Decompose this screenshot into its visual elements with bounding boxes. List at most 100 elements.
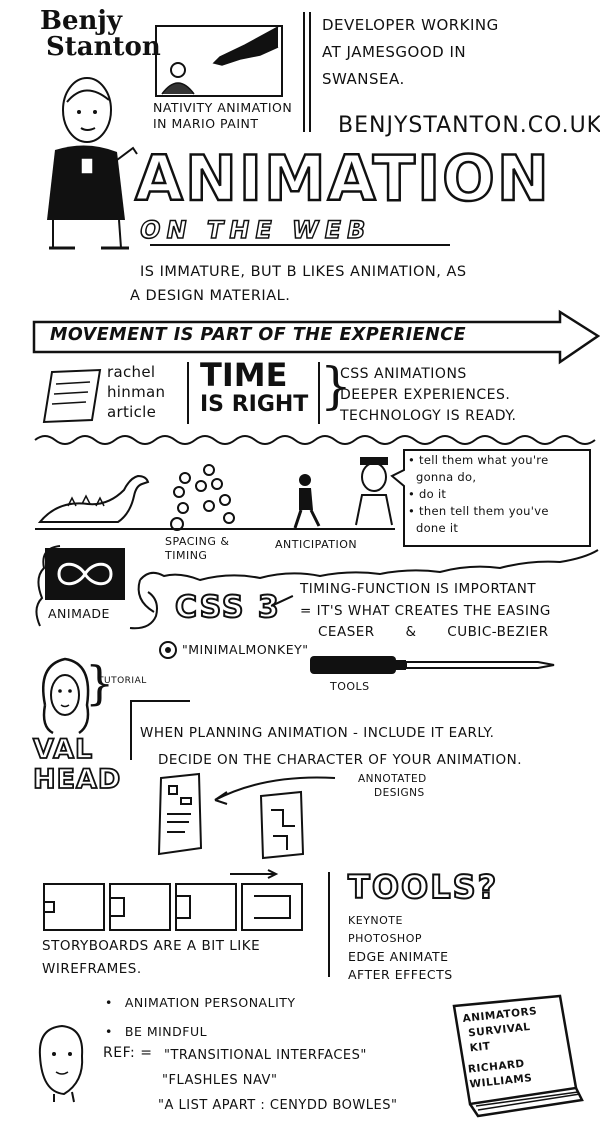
time-divider-left bbox=[187, 362, 189, 424]
closing-bullet-2: •BE MINDFUL bbox=[105, 1024, 208, 1039]
annotated-label: ANNOTATED DESIGNS bbox=[358, 772, 427, 800]
time-point-3: TECHNOLOGY IS READY. bbox=[340, 408, 517, 424]
planning-text: WHEN PLANNING ANIMATION - INCLUDE IT EAR… bbox=[140, 720, 522, 774]
val-head-name-line1: VAL bbox=[32, 734, 94, 766]
tools-item-3: EDGE ANIMATE bbox=[348, 949, 449, 964]
ref-item-1: "TRANSITIONAL INTERFACES" bbox=[164, 1048, 367, 1063]
css3-label: CSS 3 bbox=[174, 589, 281, 626]
annotated-label-line2: DESIGNS bbox=[374, 787, 425, 799]
title-intro: IS IMMATURE, BUT B LIKES ANIMATION, AS A… bbox=[130, 260, 467, 308]
spacing-label-line2: TIMING bbox=[165, 549, 208, 562]
speaker-name-line2: Stanton bbox=[46, 32, 161, 62]
time-points: CSS ANIMATIONS DEEPER EXPERIENCES. TECHN… bbox=[340, 364, 516, 427]
storyboards-caption: STORYBOARDS ARE A BIT LIKE WIREFRAMES. bbox=[42, 935, 260, 981]
spacing-label-line1: SPACING & bbox=[165, 535, 230, 548]
closing-bullet-1: •ANIMATION PERSONALITY bbox=[105, 995, 296, 1010]
article-label-line1: rachel bbox=[107, 363, 156, 381]
scalloped-divider bbox=[34, 435, 596, 445]
cubic-bezier-label: CUBIC-BEZIER bbox=[447, 624, 549, 640]
speaker-website: BENJYSTANTON.CO.UK bbox=[338, 113, 600, 138]
article-label-line3: article bbox=[107, 403, 157, 421]
article-label: rachel hinman article bbox=[107, 362, 165, 422]
speaker-bio-line3: SWANSEA. bbox=[322, 70, 405, 88]
annotated-designs-sketch bbox=[157, 772, 336, 860]
ref-item-2: "FLASHLES NAV" bbox=[162, 1073, 278, 1088]
title-intro-line1: IS IMMATURE, BUT B LIKES ANIMATION, AS bbox=[140, 264, 467, 280]
val-head-name: VAL HEAD bbox=[32, 734, 122, 796]
tools-list: KEYNOTE PHOTOSHOP EDGE ANIMATE AFTER EFF… bbox=[348, 912, 453, 984]
header-divider-2 bbox=[309, 12, 311, 132]
anticipation-label: ANTICIPATION bbox=[275, 538, 358, 551]
planning-line-1: WHEN PLANNING ANIMATION - INCLUDE IT EAR… bbox=[140, 725, 495, 741]
time-headline-line2: IS RIGHT bbox=[200, 392, 309, 417]
storyboards-caption-line1: STORYBOARDS ARE A BIT LIKE bbox=[42, 938, 261, 954]
nativity-drawing-frame bbox=[155, 25, 283, 97]
storyboard-frames-sketch bbox=[43, 869, 303, 931]
banner-text: MOVEMENT IS PART OF THE EXPERIENCE bbox=[50, 325, 467, 345]
tools-item-4: AFTER EFFECTS bbox=[348, 967, 453, 982]
presenter-doodle-icon bbox=[355, 457, 393, 526]
monkey-logo-icon bbox=[159, 641, 177, 659]
speaker-bio: DEVELOPER WORKING AT JAMESGOOD IN SWANSE… bbox=[322, 12, 499, 93]
val-brace: } bbox=[85, 656, 115, 710]
advice-line-2: gonna do, bbox=[416, 470, 477, 484]
ref-label: REF: = bbox=[103, 1045, 153, 1061]
ceaser-label: CEASER bbox=[318, 624, 375, 640]
cloud-divider bbox=[137, 549, 599, 613]
time-brace: } bbox=[320, 357, 352, 415]
timing-points: TIMING-FUNCTION IS IMPORTANT = IT'S WHAT… bbox=[300, 578, 551, 622]
tools-item-1: KEYNOTE bbox=[348, 914, 403, 927]
screwdriver-icon bbox=[310, 656, 555, 674]
planning-top-line bbox=[130, 700, 190, 702]
ground-line bbox=[35, 528, 395, 530]
speaker-portrait-sketch bbox=[47, 77, 138, 250]
animade-cloud-outline bbox=[35, 545, 158, 630]
speaker-bio-line1: DEVELOPER WORKING bbox=[322, 16, 499, 34]
title-main: ANIMATION bbox=[134, 142, 551, 215]
time-point-2: DEEPER EXPERIENCES. bbox=[340, 387, 511, 403]
advice-line-5: done it bbox=[416, 521, 459, 535]
title-intro-line2: A DESIGN MATERIAL. bbox=[130, 288, 291, 304]
time-point-1: CSS ANIMATIONS bbox=[340, 366, 467, 382]
planning-left-line bbox=[130, 700, 132, 760]
bouncing-balls-icon bbox=[170, 464, 235, 531]
advice-line-3: • do it bbox=[408, 487, 447, 501]
bowles-portrait bbox=[38, 1024, 84, 1103]
title-sub: ON THE WEB bbox=[137, 215, 375, 245]
tools-row: CEASER & CUBIC-BEZIER bbox=[318, 624, 549, 640]
speaker-name-line1: Benjy bbox=[40, 6, 122, 36]
minimalmonkey-label: "MINIMALMONKEY" bbox=[182, 642, 309, 657]
banner-arrow bbox=[32, 309, 600, 365]
pointing-hand-icon bbox=[212, 26, 279, 66]
speaker-bio-line2: AT JAMESGOOD IN bbox=[322, 43, 467, 61]
header-divider bbox=[303, 12, 305, 132]
ampersand-label: & bbox=[405, 624, 417, 640]
nativity-caption-line1: NATIVITY ANIMATION bbox=[153, 100, 293, 115]
article-label-line2: hinman bbox=[107, 383, 166, 401]
book-title: ANIMATORS SURVIVAL KIT RICHARD WILLIAMS bbox=[462, 1004, 545, 1092]
advice-line-4: • then tell them you've bbox=[408, 504, 549, 518]
nativity-caption-line2: IN MARIO PAINT bbox=[153, 116, 259, 131]
tools-label: TOOLS bbox=[330, 680, 370, 693]
time-headline-line1: TIME bbox=[200, 356, 288, 394]
tools-item-2: PHOTOSHOP bbox=[348, 932, 422, 945]
time-divider-right bbox=[318, 362, 320, 424]
dinosaur-doodle-icon bbox=[37, 474, 150, 523]
ref-item-3: "A LIST APART : CENYDD BOWLES" bbox=[158, 1098, 398, 1113]
figure-doodle-icon bbox=[161, 62, 195, 95]
title-underline bbox=[150, 244, 450, 246]
val-head-name-line2: HEAD bbox=[32, 764, 122, 796]
infinity-icon bbox=[57, 562, 113, 586]
advice-line-1: • tell them what you're bbox=[408, 453, 549, 467]
closing-bullets: •ANIMATION PERSONALITY •BE MINDFUL bbox=[105, 988, 296, 1046]
anticipation-figure-icon bbox=[293, 474, 321, 529]
val-tutorial-label: TUTORIAL bbox=[98, 676, 147, 686]
tools-heading: TOOLS? bbox=[347, 867, 499, 907]
spacing-timing-label: SPACING & TIMING bbox=[165, 535, 230, 563]
tools-divider bbox=[328, 872, 330, 977]
annotated-label-line1: ANNOTATED bbox=[358, 773, 427, 785]
article-paper-icon bbox=[42, 368, 102, 424]
advice-speech-bubble bbox=[390, 449, 591, 547]
advice-text: • tell them what you're gonna do, • do i… bbox=[408, 452, 549, 537]
val-head-portrait bbox=[42, 657, 90, 735]
